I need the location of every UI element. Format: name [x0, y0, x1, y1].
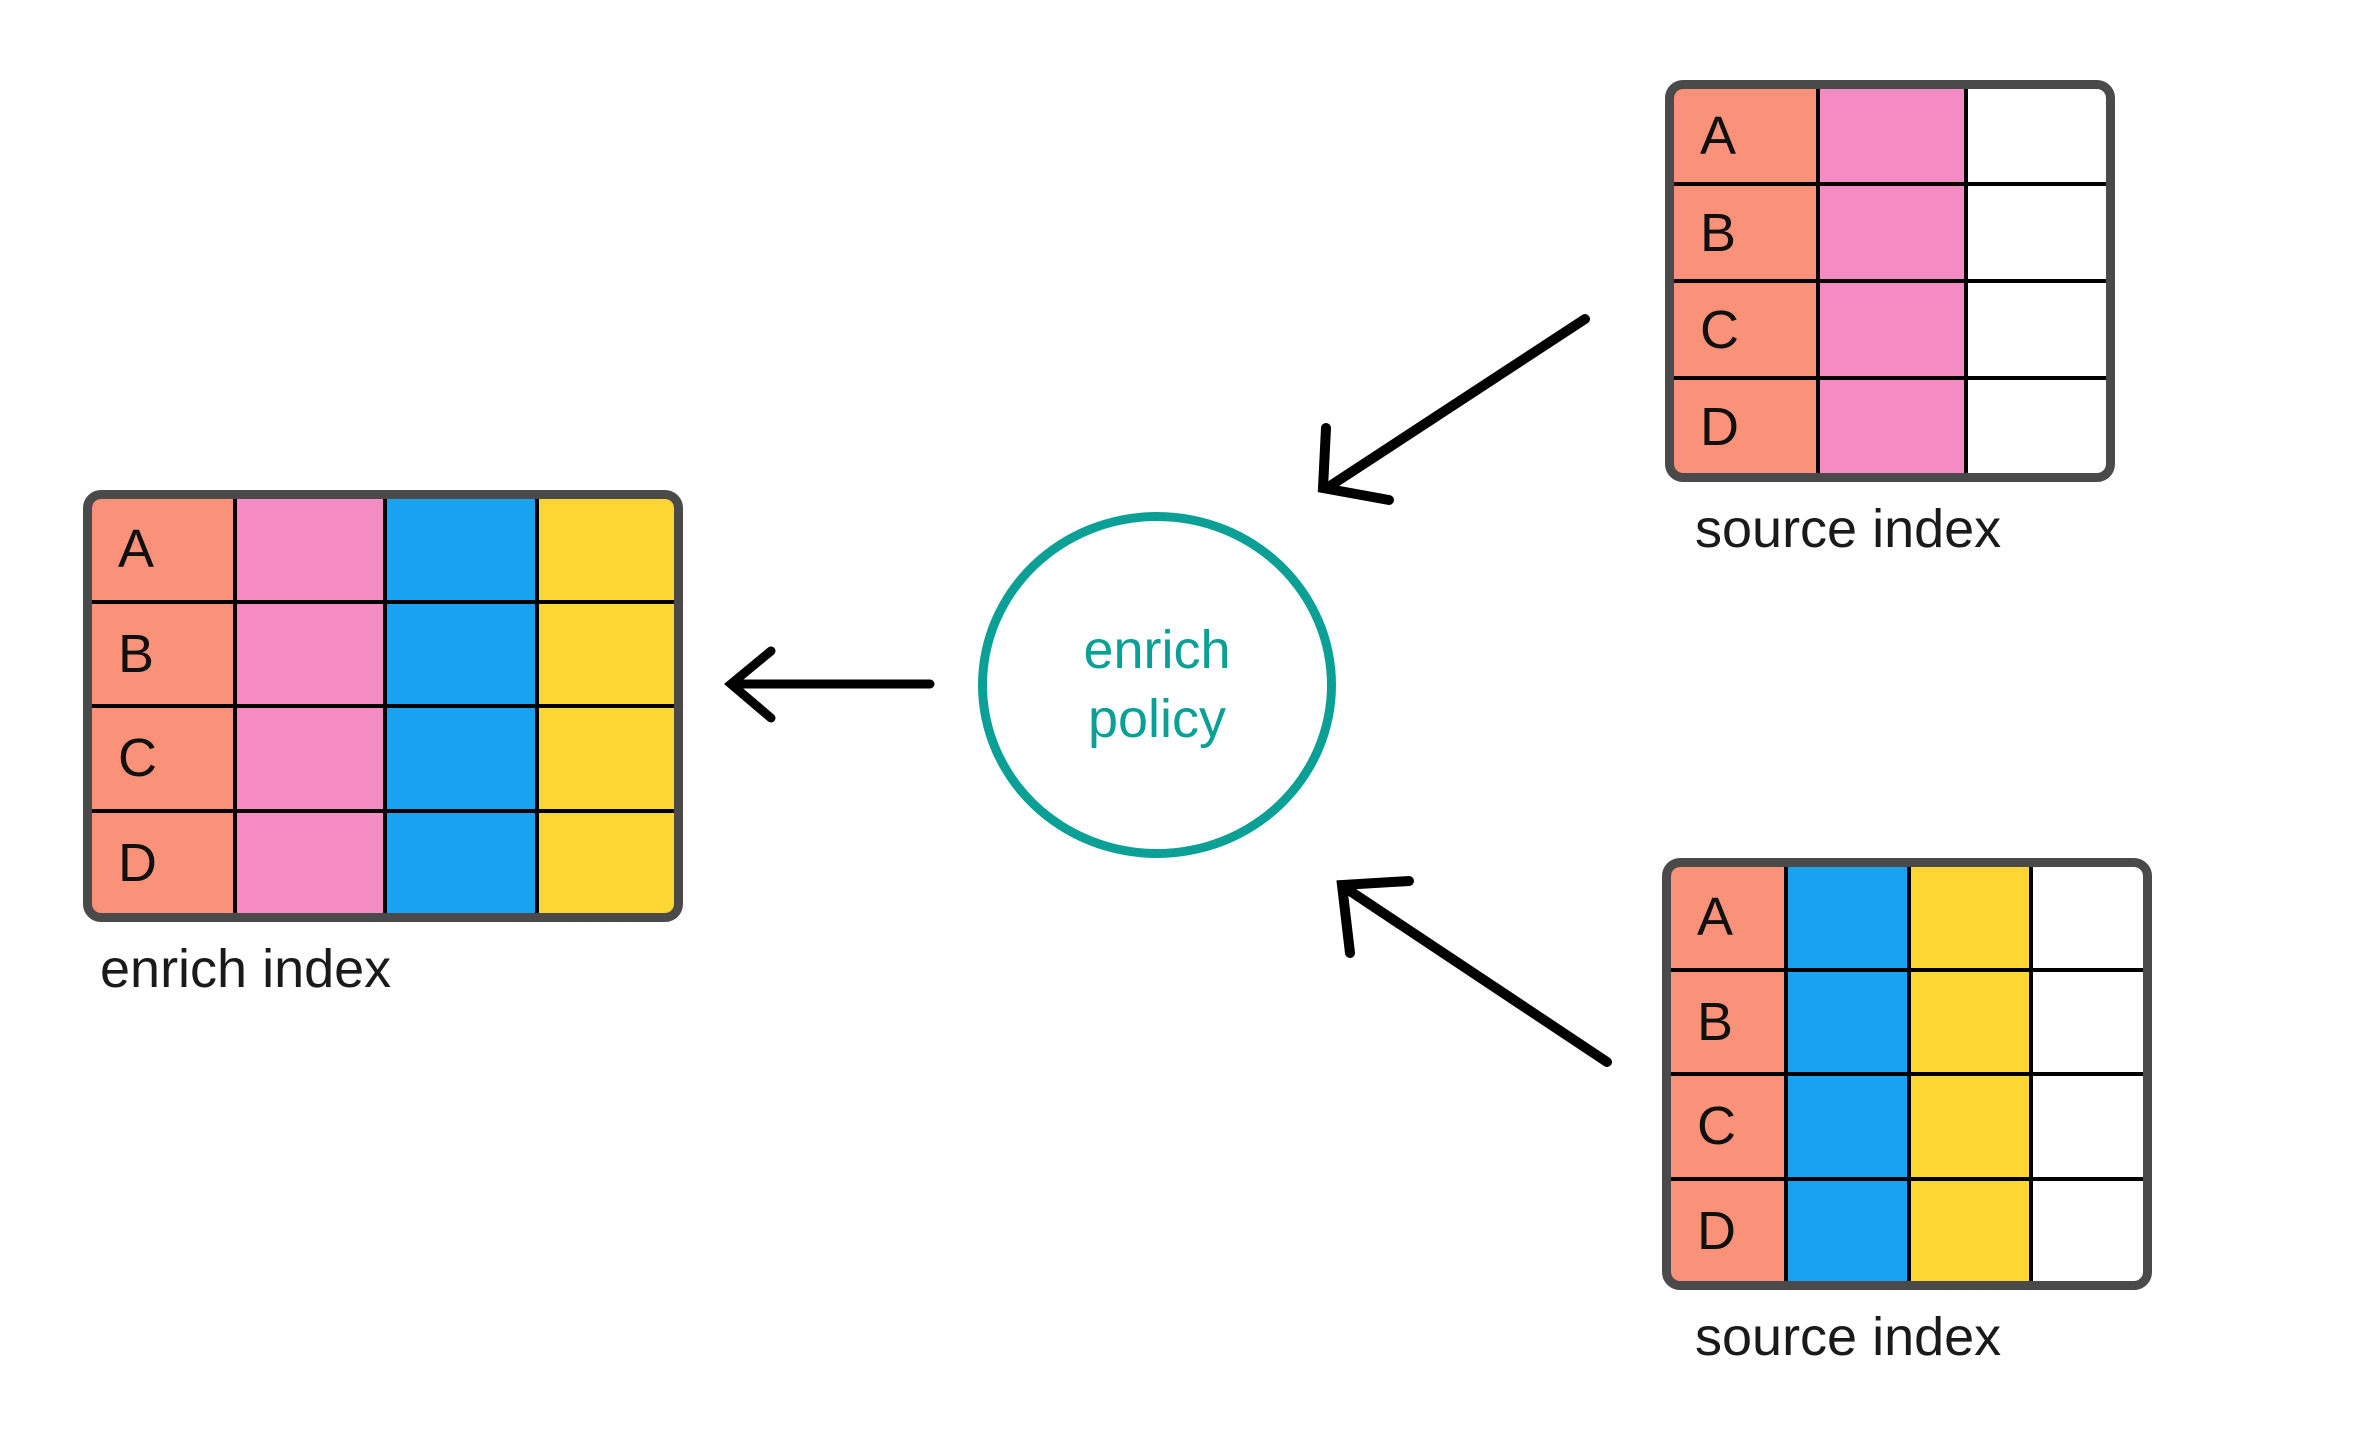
table-cell-blue [383, 499, 535, 600]
arrow-shaft [1325, 314, 1590, 491]
table-cell-yellow [535, 708, 674, 809]
policy-label-line2: policy [1087, 689, 1227, 749]
table-cell-key: D [92, 812, 233, 913]
table-cell-key: C [1674, 283, 1816, 376]
enrich-index-table: A B C [83, 490, 683, 922]
source-index-top-caption: source index [1695, 499, 2002, 559]
arrow-bottom-source-to-policy [1336, 876, 1612, 1067]
table-cell-key: D [1671, 1180, 1784, 1281]
table-cell-blue [383, 812, 535, 913]
table-row: D [92, 808, 674, 913]
table-row: A [92, 499, 674, 600]
table-cell-blue [383, 603, 535, 704]
table-row: B [1671, 967, 2143, 1072]
table-cell-empty [1964, 186, 2106, 279]
table-cell-yellow [1907, 971, 2029, 1072]
source-index-bottom-table: A B C [1662, 858, 2152, 1290]
cell-key-label: C [118, 728, 157, 789]
enrich-policy-node[interactable]: enrich policy [978, 512, 1336, 858]
table-cell-blue [1784, 1180, 1907, 1281]
arrow-head [1336, 876, 1414, 958]
table-row: B [92, 599, 674, 704]
table-cell-pink [1816, 380, 1964, 473]
table-cell-yellow [535, 812, 674, 913]
table-cell-yellow [535, 499, 674, 600]
table-row: C [1671, 1072, 2143, 1177]
policy-label-line1: enrich [1083, 619, 1231, 680]
cell-key-label: D [118, 832, 157, 893]
table-cell-pink [233, 708, 383, 809]
source-index-bottom-caption: source index [1695, 1307, 2002, 1367]
table-row: D [1671, 1176, 2143, 1281]
enrich-index-block: A B C [83, 490, 683, 996]
table-cell-yellow [535, 603, 674, 704]
source-index-top-block: A B C D [1665, 80, 2115, 556]
table-cell-key: C [92, 708, 233, 809]
table-cell-blue [1784, 1076, 1907, 1177]
table-cell-key: A [92, 499, 233, 600]
arrow-shaft [1342, 884, 1612, 1067]
cell-key-label: B [1700, 202, 1737, 263]
table-row: C [92, 704, 674, 809]
cell-key-label: D [1700, 396, 1739, 457]
source-index-top-table: A B C D [1665, 80, 2115, 482]
table-row: A [1674, 89, 2106, 182]
table-cell-yellow [1907, 867, 2029, 968]
cell-key-label: B [1697, 991, 1734, 1052]
table-cell-empty [2029, 971, 2143, 1072]
cell-key-label: A [1697, 887, 1734, 948]
cell-key-label: C [1700, 299, 1739, 360]
table-row: A [1671, 867, 2143, 968]
table-cell-key: D [1674, 380, 1816, 473]
cell-key-label: D [1697, 1200, 1736, 1261]
arrow-head [1317, 423, 1394, 505]
cell-key-label: A [118, 519, 155, 580]
cell-key-label: A [1700, 105, 1737, 166]
table-cell-pink [1816, 89, 1964, 182]
table-cell-empty [2029, 1076, 2143, 1177]
enrich-index-caption: enrich index [100, 939, 392, 999]
table-cell-empty [2029, 1180, 2143, 1281]
arrow-policy-to-enrich-index [723, 646, 935, 723]
cell-key-label: C [1697, 1096, 1736, 1157]
table-cell-key: C [1671, 1076, 1784, 1177]
table-cell-yellow [1907, 1076, 2029, 1177]
table-row: D [1674, 376, 2106, 473]
table-cell-empty [1964, 283, 2106, 376]
arrow-head [723, 646, 776, 723]
table-row: B [1674, 182, 2106, 279]
table-cell-pink [1816, 283, 1964, 376]
cell-key-label: B [118, 623, 155, 684]
source-index-bottom-block: A B C [1662, 858, 2152, 1364]
arrow-top-source-to-policy [1317, 314, 1590, 505]
table-cell-blue [1784, 971, 1907, 1072]
table-row: C [1674, 279, 2106, 376]
table-cell-key: A [1674, 89, 1816, 182]
table-cell-empty [2029, 867, 2143, 968]
table-cell-blue [1784, 867, 1907, 968]
table-cell-key: B [92, 603, 233, 704]
table-cell-key: A [1671, 867, 1784, 968]
table-cell-blue [383, 708, 535, 809]
table-cell-key: B [1674, 186, 1816, 279]
table-cell-key: B [1671, 971, 1784, 1072]
table-cell-yellow [1907, 1180, 2029, 1281]
table-cell-pink [233, 603, 383, 704]
table-cell-pink [233, 812, 383, 913]
table-cell-empty [1964, 89, 2106, 182]
table-cell-pink [1816, 186, 1964, 279]
table-cell-empty [1964, 380, 2106, 473]
table-cell-pink [233, 499, 383, 600]
